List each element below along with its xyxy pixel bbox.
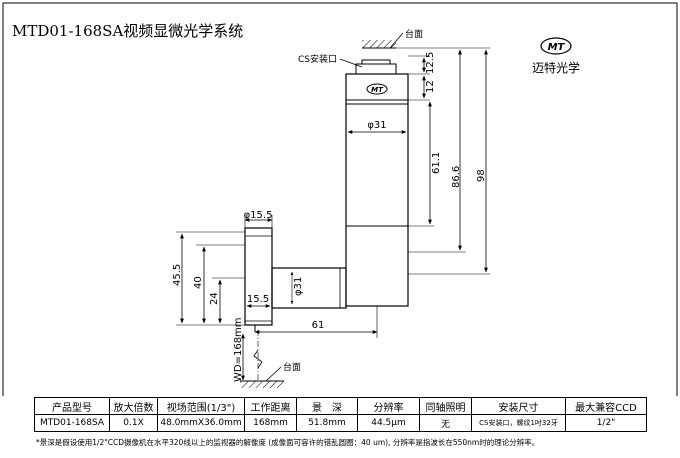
- objective-lens: [244, 227, 273, 332]
- cell-magnification: 0.1X: [109, 414, 158, 432]
- dim-98: 98: [476, 169, 487, 182]
- cell-working-distance: 168mm: [244, 414, 297, 432]
- brand-name: 迈特光学: [532, 60, 580, 75]
- lens-logo-mark: MT: [371, 86, 384, 94]
- cell-field-of-view: 48.0mmX36.0mm: [157, 414, 245, 432]
- dim-phi31-side: φ31: [293, 277, 304, 296]
- dim-12-5: 12.5: [425, 52, 436, 74]
- dim-phi31-top: φ31: [367, 120, 386, 131]
- top-table-label: 台面: [405, 28, 423, 40]
- bottom-table-label: 台面: [283, 361, 301, 373]
- cell-depth-of-field: 51.8mm: [296, 414, 358, 432]
- header-cell: 同轴照明: [419, 397, 472, 415]
- technical-drawing: MTD01-168SA视频显微光学系统 MT 迈特光学 台面 CS安装口 MT …: [2, 2, 678, 396]
- top-table-surface: 台面: [362, 28, 423, 49]
- dim-15-5: 15.5: [247, 294, 269, 305]
- header-cell: 产品型号: [34, 397, 110, 415]
- dim-24: 24: [209, 292, 220, 305]
- dim-phi15-5-top: φ15.5: [244, 210, 273, 221]
- table-row: MTD01-168SA 0.1X 48.0mmX36.0mm 168mm 51.…: [34, 414, 647, 432]
- header-cell: 最大兼容CCD: [565, 397, 647, 415]
- footnote: *景深是假设使用1/2"CCD摄像机在水平320线以上的监视器的解像度 (成像面…: [36, 438, 540, 447]
- header-cell: 安装尺寸: [471, 397, 566, 415]
- header-cell: 景 深: [296, 397, 358, 415]
- header-cell: 放大倍数: [109, 397, 158, 415]
- logo-ellipse: [540, 37, 572, 55]
- cs-mount: CS安装口: [298, 53, 397, 75]
- dim-wd: WD=168mm: [233, 317, 244, 382]
- logo-mark: MT: [548, 42, 566, 53]
- dim-12: 12: [425, 80, 436, 93]
- dim-61-1: 61.1: [431, 152, 442, 174]
- cell-model: MTD01-168SA: [34, 414, 110, 432]
- brand-logo: MT 迈特光学: [532, 37, 580, 75]
- main-lens-body: MT: [345, 73, 409, 307]
- cell-coaxial-light: 无: [419, 414, 472, 432]
- side-tube: φ31: [271, 267, 347, 309]
- spec-table: 产品型号 放大倍数 视场范围(1/3") 工作距离 景 深 分辨率 同轴照明 安…: [34, 397, 647, 432]
- page-title: MTD01-168SA视频显微光学系统: [12, 22, 243, 40]
- spec-table-header-row: 产品型号 放大倍数 视场范围(1/3") 工作距离 景 深 分辨率 同轴照明 安…: [34, 397, 647, 415]
- cell-max-ccd: 1/2": [565, 414, 647, 432]
- header-cell: 工作距离: [244, 397, 297, 415]
- bottom-table-hatch: [240, 381, 284, 388]
- dim-45-5: 45.5: [172, 264, 183, 286]
- outer-frame: [2, 2, 678, 396]
- header-cell: 视场范围(1/3"): [157, 397, 245, 415]
- cs-mount-label: CS安装口: [298, 53, 337, 65]
- dim-61: 61: [312, 320, 325, 331]
- bottom-table-surface: 台面: [240, 361, 301, 388]
- header-cell: 分辨率: [357, 397, 420, 415]
- dim-40: 40: [193, 276, 204, 289]
- cell-mount: CS安装口，螺纹1吋32牙: [471, 414, 566, 432]
- cell-resolution: 44.5μm: [357, 414, 420, 432]
- top-table-hatch: [362, 40, 396, 48]
- dim-86-6: 86.6: [451, 166, 462, 188]
